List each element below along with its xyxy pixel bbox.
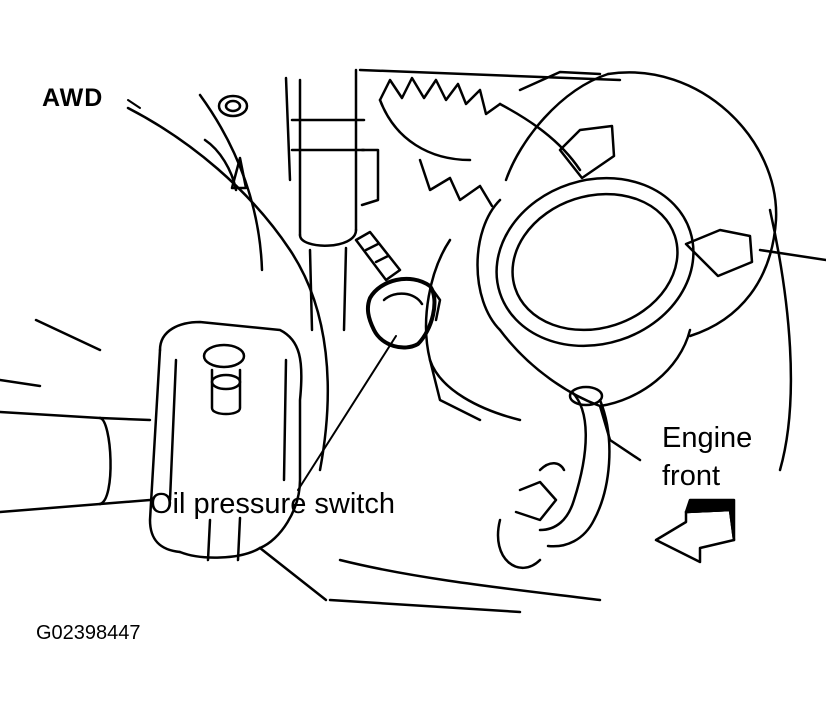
washer-ring <box>217 94 249 118</box>
timing-gear <box>378 70 602 208</box>
engine-front-arrow-icon <box>654 498 736 564</box>
engine-block-outline <box>126 68 826 614</box>
drive-shaft <box>0 318 328 602</box>
bracket-bolt <box>202 343 246 416</box>
oil-pressure-switch-part <box>354 230 442 350</box>
oil-filter <box>476 71 778 408</box>
oil-pressure-switch-leader <box>297 335 397 491</box>
awd-leader <box>127 99 141 109</box>
mounting-bracket <box>148 320 303 562</box>
awd-label: AWD <box>42 84 104 112</box>
engine-front-label-line1: Engine <box>662 422 753 454</box>
leader-lines <box>127 99 397 491</box>
oil-pressure-switch-label: Oil pressure switch <box>150 488 395 520</box>
vertical-pipe <box>290 68 380 332</box>
engine-front-label-line2: front <box>662 460 721 492</box>
oil-hose <box>496 385 611 570</box>
figure-id: G02398447 <box>36 622 141 644</box>
